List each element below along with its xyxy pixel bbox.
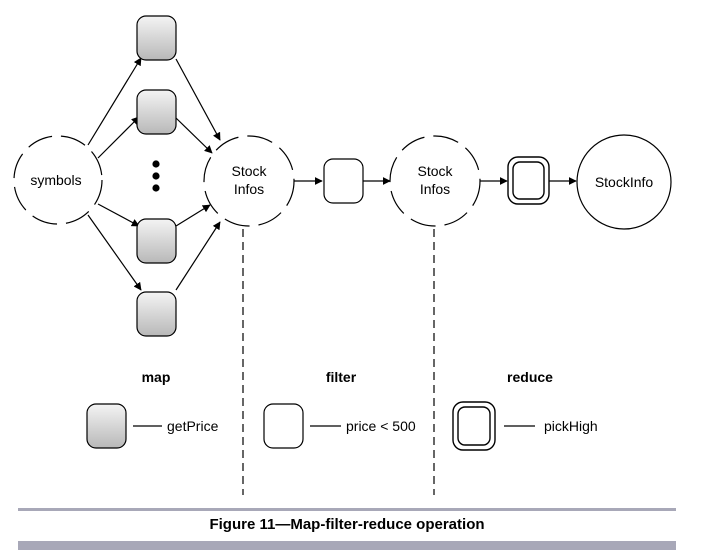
legend-filter-header: filter xyxy=(326,369,357,385)
legend-filter-symbol xyxy=(263,403,304,449)
stock-infos-2-line1: Stock xyxy=(417,163,453,179)
map-box xyxy=(136,89,177,135)
map-box xyxy=(136,291,177,337)
stock-infos-1-line1: Stock xyxy=(231,163,267,179)
stockinfo-node xyxy=(576,134,672,230)
caption-rule-top xyxy=(18,508,676,511)
reduce-box xyxy=(507,156,550,205)
legend-reduce-symbol xyxy=(452,401,496,451)
figure-caption: Figure 11—Map-filter-reduce operation xyxy=(209,516,485,533)
legend-map-header: map xyxy=(142,369,171,385)
stock-infos-2-line2: Infos xyxy=(420,181,450,197)
legend-filter-label: price < 500 xyxy=(346,418,416,434)
caption-rule-bottom xyxy=(18,541,676,550)
map-box xyxy=(136,15,177,61)
legend-reduce-header: reduce xyxy=(507,369,553,385)
filter-box xyxy=(323,158,364,204)
map-box xyxy=(136,218,177,264)
legend-map-label: getPrice xyxy=(167,418,219,434)
stock-infos-1-line2: Infos xyxy=(234,181,264,197)
legend-reduce-label: pickHigh xyxy=(544,418,598,434)
ellipsis-dots xyxy=(152,160,160,192)
symbols-label: symbols xyxy=(30,172,81,188)
symbols-node xyxy=(13,135,103,225)
map-to-stockinfos-arrows xyxy=(175,58,221,291)
stockinfo-label: StockInfo xyxy=(595,174,654,190)
legend-map-symbol xyxy=(86,403,127,449)
symbols-to-map-arrows xyxy=(87,57,142,291)
